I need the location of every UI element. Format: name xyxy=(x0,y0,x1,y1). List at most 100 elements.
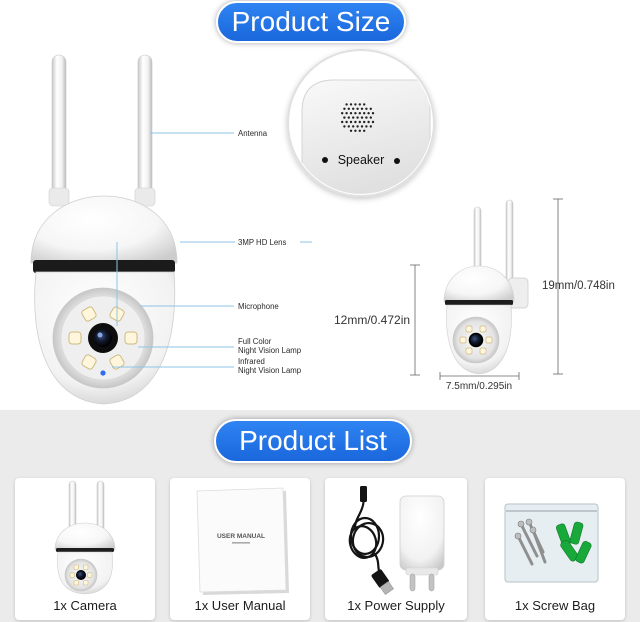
speaker-grille-hole xyxy=(365,107,368,111)
speaker-grille-hole xyxy=(341,120,344,124)
speaker-grille-hole xyxy=(358,120,361,124)
product-size-illustration: Antenna 3MP HD Lens Microphone Full Colo… xyxy=(30,49,615,405)
power-adapter xyxy=(399,495,445,592)
antenna-right xyxy=(96,480,105,532)
speaker-grille-hole xyxy=(354,120,357,124)
speaker-grille-hole xyxy=(349,112,353,115)
callout-lines xyxy=(112,132,312,368)
speaker-grille-hole xyxy=(349,120,353,124)
screws xyxy=(516,520,547,566)
cable-lead xyxy=(353,500,365,530)
camera-band xyxy=(33,260,175,273)
speaker-grille-hole xyxy=(358,103,361,106)
speaker-label: Speaker xyxy=(338,153,385,167)
speaker-grille-hole xyxy=(347,125,350,128)
callout-full-color-line2: Night Vision Lamp xyxy=(238,346,302,355)
screw-bag-icon xyxy=(504,503,599,583)
power-supply-icon xyxy=(348,486,445,595)
led-lamp xyxy=(124,331,138,345)
adapter-prong-right xyxy=(428,573,435,592)
product-card-camera: 1x Camera xyxy=(15,478,155,620)
speaker-grille-hole xyxy=(369,125,372,128)
callout-infrared-line1: Infrared xyxy=(238,357,265,366)
camera-head xyxy=(54,522,116,551)
camera-icon xyxy=(54,480,116,595)
product-card-label: 1x Power Supply xyxy=(347,598,445,613)
cable-coil xyxy=(351,521,385,559)
speaker-grille-hole xyxy=(345,103,348,106)
wall-anchor xyxy=(575,541,592,564)
speaker-grille-hole xyxy=(371,112,375,115)
speaker-grille-hole xyxy=(360,116,364,119)
camera-head xyxy=(443,265,515,303)
speaker-grille-hole xyxy=(347,107,350,111)
speaker-grille-hole xyxy=(343,116,346,119)
led-lamp xyxy=(459,336,467,344)
speaker-grille-hole xyxy=(354,103,357,106)
callout-antenna: Antenna xyxy=(238,129,268,138)
camera-band xyxy=(445,300,513,305)
led-lamp xyxy=(68,331,82,345)
product-size-title: Product Size xyxy=(216,1,406,43)
adapter-base xyxy=(405,567,439,576)
manual-subtitle-line xyxy=(232,542,250,544)
speaker-grille-hole xyxy=(356,125,359,128)
led-lamp xyxy=(479,347,487,355)
led-lamp xyxy=(73,564,79,570)
speaker-grille-hole xyxy=(367,112,370,115)
speaker-grille-hole xyxy=(358,112,361,115)
speaker-grille-hole xyxy=(371,120,375,124)
manual-cover xyxy=(196,487,287,593)
led-lamp xyxy=(83,564,89,570)
screw xyxy=(516,534,534,566)
speaker-panel xyxy=(301,79,431,194)
product-card-label: 1x Camera xyxy=(53,598,117,613)
usb-a-plug-body xyxy=(371,569,389,588)
speaker-inset: Speaker xyxy=(287,49,435,197)
usb-a-plug-tip xyxy=(379,581,394,595)
callout-infrared-line2: Night Vision Lamp xyxy=(238,366,302,375)
speaker-grille-hole xyxy=(343,107,346,111)
status-light xyxy=(100,370,106,376)
speaker-grille-hole xyxy=(349,103,353,106)
lens xyxy=(468,332,484,348)
camera-illustration-small xyxy=(443,199,529,375)
led-lamp xyxy=(83,580,89,586)
speaker-grille-hole xyxy=(360,125,364,128)
cable-coil xyxy=(348,525,378,559)
screw-head xyxy=(514,532,522,540)
dimension-lines xyxy=(410,198,563,380)
speaker-grille xyxy=(341,103,375,132)
micro-usb-plug xyxy=(360,486,367,502)
usb-cable xyxy=(348,486,385,576)
speaker-grille-hole xyxy=(345,120,348,124)
speaker-grille-hole xyxy=(356,116,359,119)
led-lamp xyxy=(479,325,487,333)
speaker-grille-hole xyxy=(360,107,364,111)
speaker-grille-hole xyxy=(356,107,359,111)
antenna-base-left xyxy=(48,187,70,207)
product-card-power-supply: 1x Power Supply xyxy=(325,478,467,620)
led-lamp xyxy=(73,580,79,586)
callout-lens: 3MP HD Lens xyxy=(238,238,286,247)
camera-head xyxy=(30,195,178,264)
speaker-grille-hole xyxy=(363,120,366,124)
antenna-right xyxy=(505,199,514,287)
screw-dot-right xyxy=(394,158,400,164)
speaker-grille-hole xyxy=(369,107,372,111)
speaker-grille-hole xyxy=(365,116,368,119)
speaker-grille-hole xyxy=(354,112,357,115)
lens xyxy=(76,570,86,580)
led-ring xyxy=(459,325,493,355)
led-lamp xyxy=(81,306,97,322)
speaker-grille-hole xyxy=(347,116,350,119)
speaker-grille-hole xyxy=(363,129,366,132)
dimension-width-label: 12mm/0.472in xyxy=(334,313,410,327)
speaker-grille-hole xyxy=(369,116,372,119)
antenna-left xyxy=(68,480,77,532)
speaker-grille-hole xyxy=(363,112,366,115)
lens-highlight xyxy=(97,332,103,338)
camera-illustration-large xyxy=(30,54,178,405)
camera-band xyxy=(56,548,114,552)
antenna-left xyxy=(51,54,67,206)
